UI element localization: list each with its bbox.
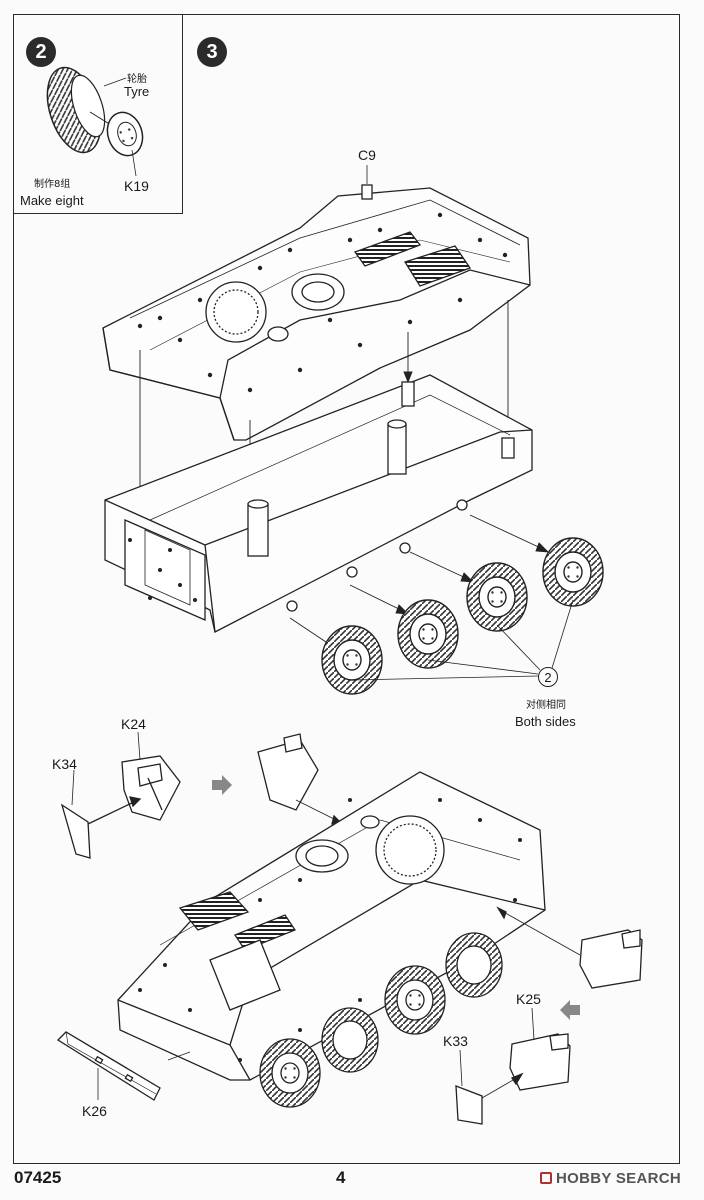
- ref-circle-step2: 2: [538, 667, 558, 687]
- part-label-k33: K33: [443, 1033, 468, 1049]
- k25-k33-drawing: [455, 906, 643, 1125]
- watermark: HOBBY SEARCH: [540, 1170, 681, 1187]
- k24-placed-drawing: [257, 733, 344, 825]
- make-label-cn: 制作8组: [34, 179, 71, 190]
- part-label-k25: K25: [516, 991, 541, 1007]
- watermark-logo-icon: [540, 1172, 552, 1184]
- part-label-k34: K34: [52, 756, 77, 772]
- page-frame: [13, 14, 680, 1164]
- step2-number-badge: 2: [26, 37, 56, 67]
- part-label-c9: C9: [358, 147, 376, 163]
- product-code: 07425: [14, 1168, 62, 1187]
- step3-number-badge: 3: [197, 37, 227, 67]
- both-sides-label-en: Both sides: [515, 714, 576, 729]
- k24-k34-drawing: [60, 731, 181, 859]
- upper-hull-drawing: [102, 165, 531, 441]
- direction-arrows: [212, 775, 580, 1020]
- lower-hull-drawing: [104, 374, 533, 633]
- part-label-k26: K26: [82, 1103, 107, 1119]
- watermark-suffix: SEARCH: [615, 1170, 682, 1187]
- tyre-label-cn: 轮胎: [127, 74, 147, 85]
- k26-drawing: [56, 1031, 191, 1101]
- part-label-k19: K19: [124, 178, 149, 194]
- tyre-label-en: Tyre: [124, 84, 150, 99]
- step2-panel: [13, 14, 183, 214]
- ref-leaders: [351, 599, 574, 681]
- step2-tyre-drawing: [46, 66, 144, 177]
- assembled-vehicle-drawing: [117, 771, 546, 1108]
- part-label-k24: K24: [121, 716, 146, 732]
- page-number: 4: [336, 1168, 346, 1187]
- make-label-en: Make eight: [20, 193, 84, 208]
- both-sides-label-cn: 对侧相同: [526, 700, 566, 711]
- watermark-brand: HOBBY: [556, 1170, 612, 1187]
- wheels-drawing: [321, 537, 604, 695]
